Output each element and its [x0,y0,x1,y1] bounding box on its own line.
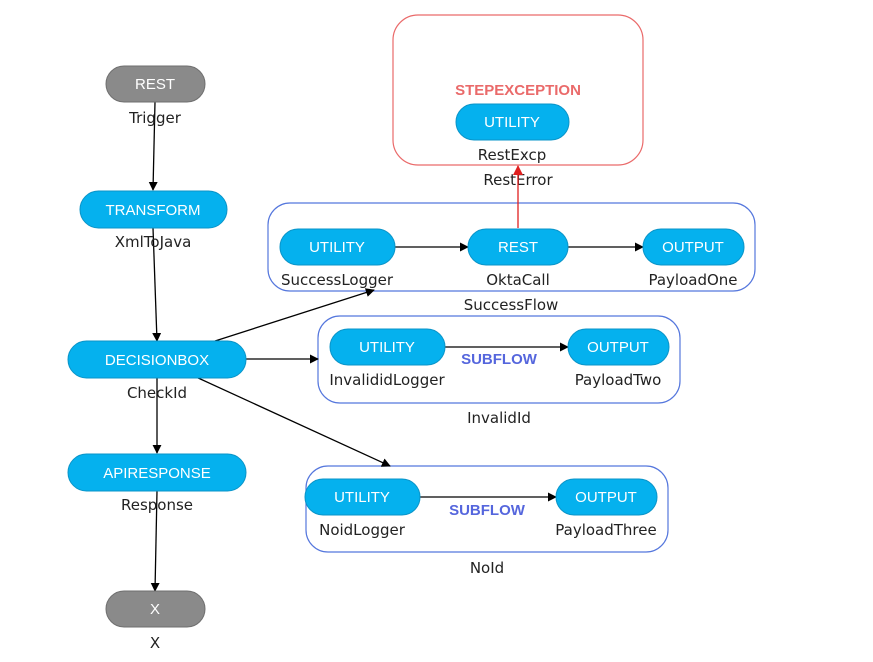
node-type-label: UTILITY [309,239,365,256]
node-type-label: X [150,601,160,618]
group-no-id[interactable] [305,465,669,553]
stepexception-header: STEPEXCEPTION [455,82,581,99]
node-okta-call[interactable]: REST [467,228,569,266]
node-type-label: REST [498,239,538,256]
node-type-label: OUTPUT [575,489,637,506]
node-payload-three[interactable]: OUTPUT [555,478,658,516]
subflow-label-invalid-id: SUBFLOW [461,351,538,368]
node-type-label: UTILITY [334,489,390,506]
node-caption-payloadone: PayloadOne [648,271,737,289]
node-type-label: APIRESPONSE [103,465,211,482]
node-payload-one[interactable]: OUTPUT [642,228,745,266]
node-type-label: OUTPUT [587,339,649,356]
edge-trigger-to-transform [148,101,158,191]
node-noid-logger[interactable]: UTILITY [304,478,421,516]
group-success-flow[interactable] [267,202,756,292]
node-type-label: REST [135,76,175,93]
edge-transform-to-decisionbox [152,227,162,342]
node-apiresponse[interactable]: APIRESPONSE [67,453,247,492]
node-caption-payloadthree: PayloadThree [555,521,656,539]
group-label-no-id: NoId [470,559,504,577]
group-label-invalid-id: InvalidId [467,409,531,427]
node-rest-trigger[interactable]: REST [105,65,206,103]
node-payload-two[interactable]: OUTPUT [567,328,670,366]
node-transform[interactable]: TRANSFORM [79,190,228,229]
node-caption-checkid: CheckId [127,384,187,402]
node-invalidid-logger[interactable]: UTILITY [329,328,446,366]
node-caption-xmltojava: XmlToJava [115,233,192,251]
node-caption-response: Response [121,496,193,514]
node-decisionbox[interactable]: DECISIONBOX [67,340,247,379]
node-rest-excp[interactable]: UTILITY [455,103,570,141]
node-type-label: TRANSFORM [106,202,201,219]
node-caption-successlogger: SuccessLogger [281,271,394,289]
edge-decisionbox-to-success-flow [214,288,375,342]
node-caption-noidlogger: NoidLogger [319,521,406,539]
node-caption-trigger: Trigger [128,109,182,127]
node-success-logger[interactable]: UTILITY [279,228,396,266]
node-end[interactable]: X [105,590,206,628]
node-type-label: UTILITY [359,339,415,356]
node-caption-invalididlogger: InvalididLogger [329,371,445,389]
group-label-success-flow: SuccessFlow [464,296,559,314]
node-caption-x: X [150,634,160,652]
node-type-label: UTILITY [484,114,540,131]
node-caption-restexcp: RestExcp [478,146,547,164]
edge-apiresponse-to-end [150,490,160,592]
node-caption-payloadtwo: PayloadTwo [575,371,662,389]
edge-decisionbox-to-no-id [195,376,391,467]
node-caption-oktacall: OktaCall [486,271,550,289]
subflow-label-no-id: SUBFLOW [449,502,526,519]
node-type-label: OUTPUT [662,239,724,256]
node-type-label: DECISIONBOX [105,352,209,369]
